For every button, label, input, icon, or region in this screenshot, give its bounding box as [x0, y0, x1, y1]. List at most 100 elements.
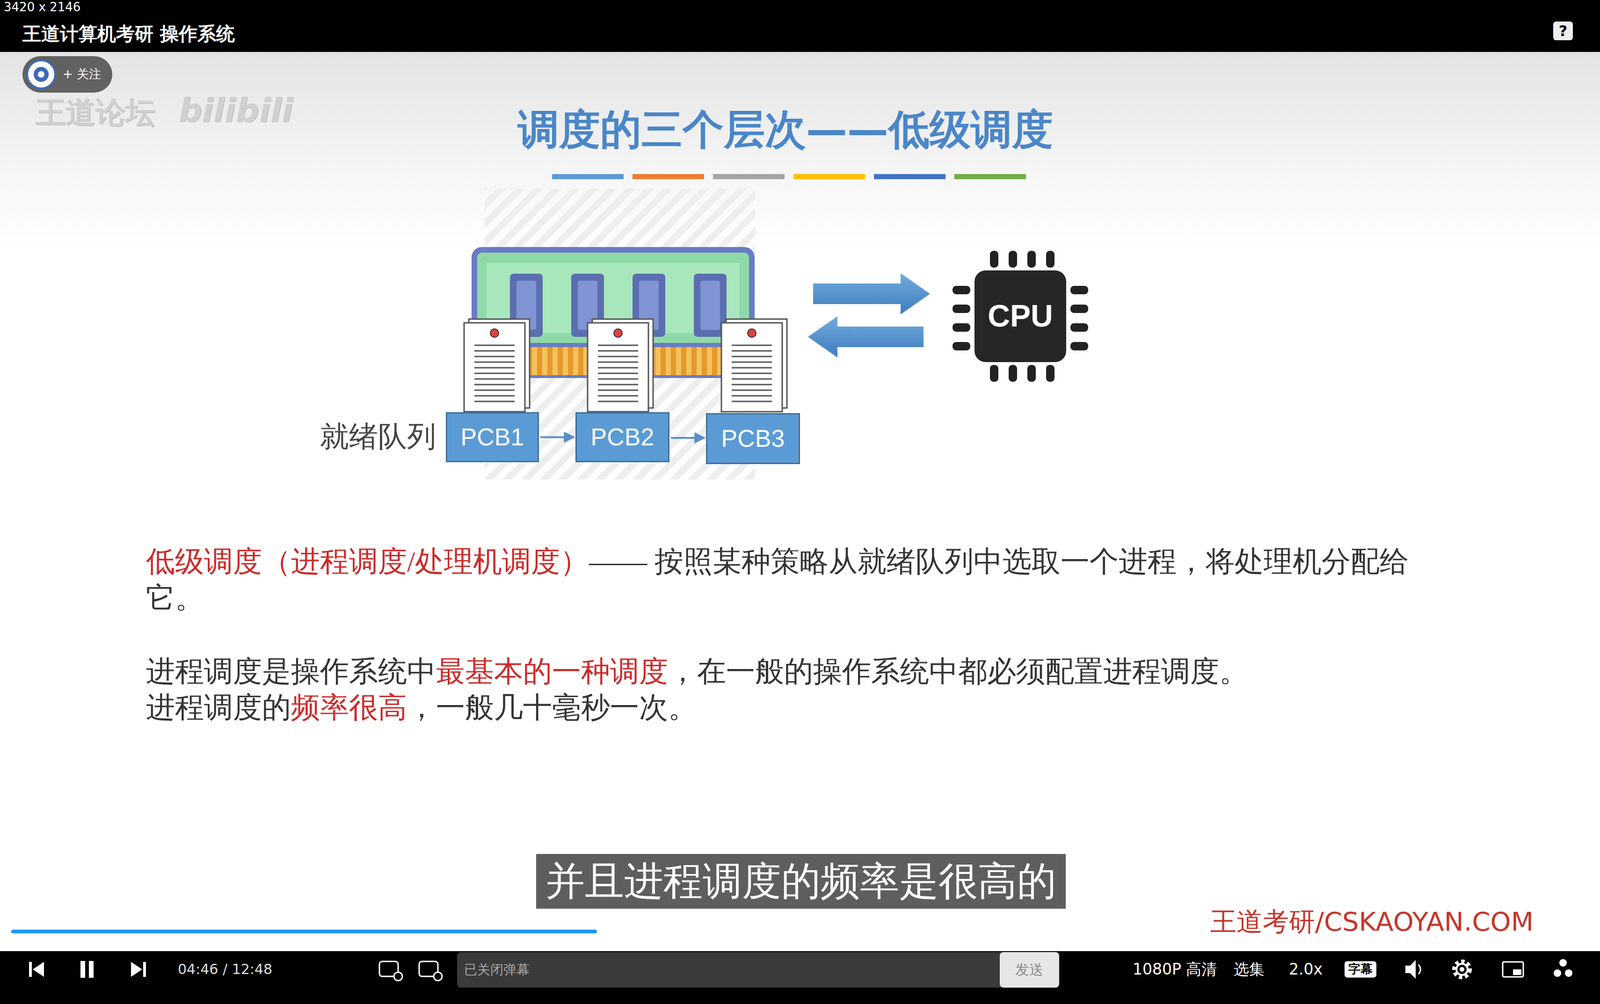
document-icon — [721, 319, 787, 412]
site-watermark: 王道考研/CSKAOYAN.COM — [1210, 905, 1534, 938]
drawing-part — [700, 280, 720, 330]
queue-label: 就绪队列 — [320, 419, 437, 454]
watermark: bilibili — [178, 90, 293, 131]
block-arrow-left — [807, 316, 924, 358]
drawing-part — [1456, 963, 1468, 975]
drawing-part — [1553, 969, 1562, 977]
watermark: 王道论坛 — [35, 94, 156, 131]
pip-icon — [1502, 961, 1524, 977]
help-icon — [1553, 21, 1573, 41]
follow-button — [22, 56, 113, 93]
drawing-part — [433, 972, 443, 981]
drawing-part — [793, 174, 866, 180]
follow-text: + 关注 — [62, 66, 102, 82]
body-text: 进程调度是操作系统中 — [145, 655, 437, 688]
drawing-part — [474, 345, 515, 402]
drawing-part — [597, 345, 639, 402]
drawing-part — [1070, 304, 1089, 313]
drawing-part — [954, 174, 1026, 180]
danmaku-input — [457, 952, 1060, 988]
drawing-part — [1418, 964, 1421, 975]
drawing-part — [952, 304, 971, 313]
term-highlight: 频率很高 — [290, 691, 408, 724]
drawing-part — [130, 961, 143, 977]
drawing-part — [37, 71, 45, 78]
drawing-part — [1459, 967, 1465, 972]
term-highlight: 低级调度（进程调度/处理机调度） — [145, 545, 590, 578]
slide-background — [0, 51, 1600, 952]
quality-button: 1080P 高清 — [1132, 960, 1217, 979]
drawing-part — [1070, 323, 1089, 332]
title-bar — [0, 0, 1600, 52]
cpu-chip: CPU — [974, 270, 1067, 363]
progress-bar — [11, 929, 597, 934]
body-text: ，在一般的操作系统中都必须配置进程调度。 — [668, 655, 1249, 688]
drawing-part — [29, 961, 32, 977]
help-icon-text: ? — [1558, 21, 1568, 40]
drawing-part — [22, 56, 113, 93]
drawing-part — [1008, 250, 1018, 268]
drawing-part — [464, 322, 525, 412]
drawing-part — [632, 174, 705, 180]
body-text: ，一般几十毫秒一次。 — [407, 691, 698, 724]
player-controls — [29, 960, 146, 978]
node-text: PCB2 — [590, 422, 655, 452]
drawing-part — [721, 322, 783, 412]
drawing-part — [952, 285, 971, 295]
drawing-part — [952, 341, 971, 351]
body-paragraph: 进程调度的频率很高，一般几十毫秒一次。 — [145, 689, 698, 726]
drawing-part — [712, 174, 785, 180]
document-icon — [464, 319, 530, 412]
drawing-part — [989, 364, 999, 382]
subtitle-button: 字幕 — [1344, 960, 1377, 978]
drawing-part — [989, 250, 999, 268]
drawing-part — [952, 323, 971, 332]
drawing-part — [1027, 250, 1036, 268]
drawing-part — [457, 952, 1005, 988]
block-arrow-right — [813, 273, 931, 315]
danmaku-icon — [379, 961, 443, 981]
drawing-part — [1070, 341, 1089, 351]
drawing-part — [1454, 961, 1470, 978]
slide-title: 调度的三个层次——低级调度 — [517, 104, 1054, 155]
drawing-part — [1564, 969, 1573, 977]
drawing-part — [27, 60, 56, 89]
drawing-part — [1070, 285, 1089, 295]
drawing-part — [33, 66, 49, 82]
window-title: 王道计算机考研 操作系统 — [22, 22, 235, 45]
document-icon — [587, 319, 654, 412]
fan-icon — [1553, 959, 1573, 977]
send-button-text: 发送 — [1015, 961, 1044, 979]
body-paragraph: 低级调度（进程调度/处理机调度）—— 按照某种策略从就绪队列中选取一个进程，将处… — [145, 543, 1428, 617]
pcb-box: PCB1 — [445, 412, 539, 463]
drawing-part — [587, 322, 649, 412]
term-highlight: 最基本的一种调度 — [436, 655, 669, 688]
subtitle: 并且进程调度的频率是很高的 — [536, 853, 1066, 909]
screen-size: 3420 x 2146 — [3, 0, 81, 15]
queue-link-arrow — [670, 436, 705, 439]
drawing-part — [873, 174, 946, 180]
pcb-box: PCB2 — [575, 412, 670, 463]
episode-button: 选集 — [1233, 960, 1265, 979]
drawing-part — [747, 328, 757, 338]
drawing-part — [143, 961, 146, 977]
drawing-part — [552, 174, 624, 180]
body-text: 进程调度的 — [145, 691, 291, 724]
queue-link-arrow — [540, 436, 575, 439]
drawing-part — [80, 960, 86, 978]
drawing-part — [490, 328, 499, 338]
speed-button: 2.0x — [1288, 960, 1323, 979]
color-bar — [552, 174, 1026, 180]
drawing-part — [999, 952, 1060, 988]
settings-icon — [1454, 961, 1470, 978]
drawing-part — [1502, 961, 1524, 977]
drawing-part — [731, 345, 772, 402]
drawing-part — [1561, 967, 1565, 972]
drawing-part — [1405, 960, 1416, 979]
drawing-part — [1008, 364, 1018, 382]
pcb-box: PCB3 — [705, 413, 800, 465]
drawing-part — [88, 960, 94, 978]
drawing-part — [1512, 969, 1522, 975]
drawing-part — [393, 972, 403, 981]
